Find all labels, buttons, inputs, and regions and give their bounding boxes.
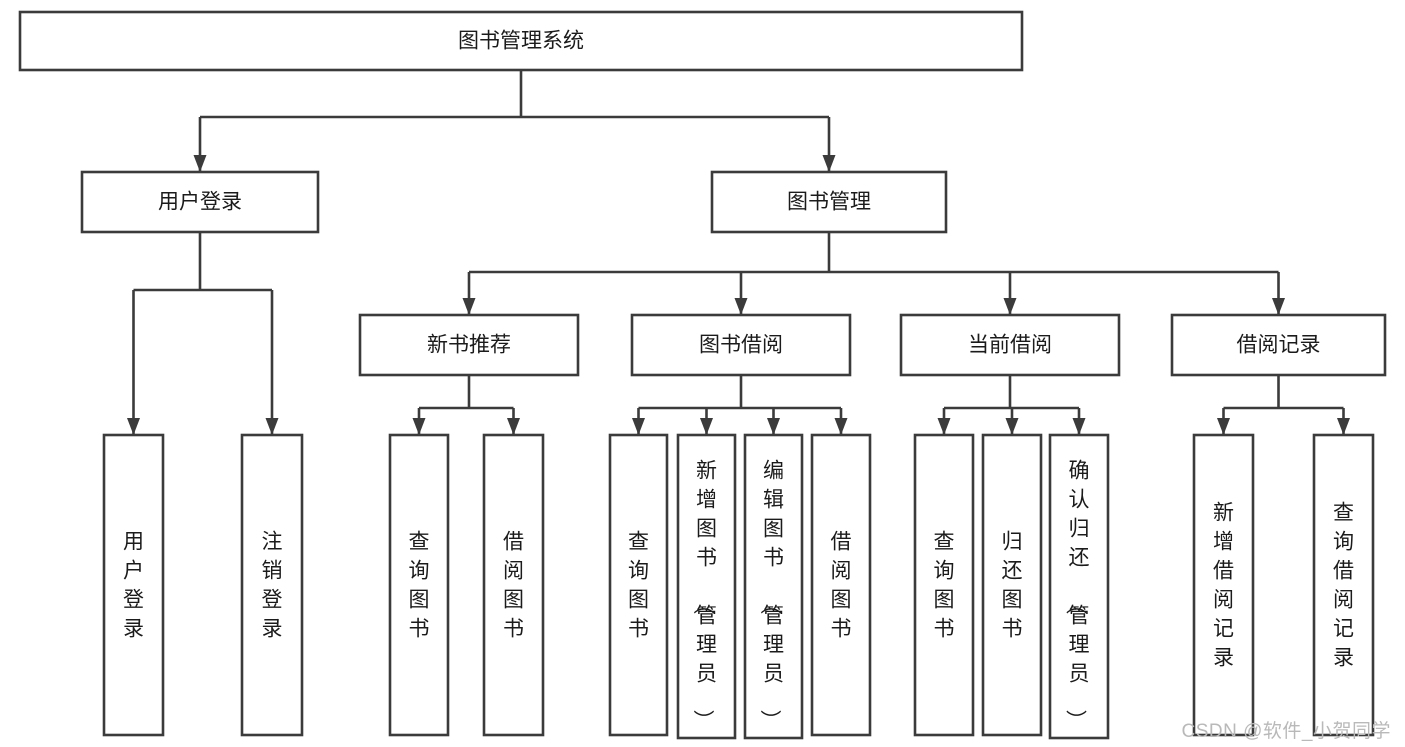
- node-box[interactable]: [676, 433, 737, 740]
- node-box[interactable]: [18, 10, 1024, 72]
- node-user-login[interactable]: 用户登录: [80, 170, 320, 234]
- node-label: 图书借阅: [699, 334, 783, 357]
- arrow-head-icon: [834, 418, 848, 435]
- node-root[interactable]: 图书管理系统: [18, 10, 1024, 72]
- node-leaf-return-book[interactable]: 归还图书: [981, 433, 1043, 737]
- connector-layer: [127, 70, 1350, 435]
- arrow-head-icon: [767, 418, 780, 435]
- node-leaf-confirm-return[interactable]: 确认归还（管理员）: [1048, 433, 1110, 740]
- node-box[interactable]: [1048, 433, 1110, 740]
- node-label: 确认归还（管理员）: [1064, 460, 1090, 731]
- node-box[interactable]: [608, 433, 669, 737]
- arrow-head-icon: [822, 155, 836, 172]
- node-label: 查询借阅记录: [1333, 502, 1354, 670]
- node-box[interactable]: [358, 313, 580, 377]
- node-label: 查询图书: [409, 531, 430, 641]
- node-box[interactable]: [80, 170, 320, 234]
- node-box[interactable]: [981, 433, 1043, 737]
- node-leaf-edit-book[interactable]: 编辑图书（管理员）: [743, 433, 804, 740]
- node-box[interactable]: [240, 433, 304, 737]
- node-label: 查询图书: [934, 531, 955, 641]
- node-box[interactable]: [743, 433, 804, 740]
- arrow-head-icon: [1003, 298, 1017, 315]
- arrow-head-icon: [507, 418, 520, 435]
- node-leaf-add-book[interactable]: 新增图书（管理员）: [676, 433, 737, 740]
- node-label: 用户登录: [123, 531, 144, 641]
- node-label: 编辑图书（管理员）: [758, 460, 784, 731]
- node-box[interactable]: [810, 433, 872, 737]
- node-box[interactable]: [899, 313, 1121, 377]
- node-leaf-logout[interactable]: 注销登录: [240, 433, 304, 737]
- node-book-borrow[interactable]: 图书借阅: [630, 313, 852, 377]
- arrow-head-icon: [1272, 298, 1285, 315]
- arrow-head-icon: [937, 418, 951, 435]
- node-box[interactable]: [482, 433, 545, 737]
- node-leaf-borrow-book-1[interactable]: 借阅图书: [482, 433, 545, 737]
- node-box[interactable]: [913, 433, 975, 737]
- arrow-head-icon: [734, 298, 748, 315]
- node-leaf-borrow-book-2[interactable]: 借阅图书: [810, 433, 872, 737]
- node-label: 借阅图书: [503, 531, 524, 641]
- node-leaf-query-book-2[interactable]: 查询图书: [608, 433, 669, 737]
- node-box[interactable]: [1312, 433, 1375, 737]
- node-label: 用户登录: [158, 191, 242, 214]
- arrow-head-icon: [265, 418, 279, 435]
- node-borrow-record[interactable]: 借阅记录: [1170, 313, 1387, 377]
- arrow-head-icon: [127, 418, 140, 435]
- node-label: 借阅记录: [1237, 334, 1321, 357]
- arrow-head-icon: [412, 418, 426, 435]
- node-leaf-query-record[interactable]: 查询借阅记录: [1312, 433, 1375, 737]
- node-label: 图书管理: [787, 191, 871, 214]
- node-label: 新增借阅记录: [1213, 502, 1234, 670]
- node-label: 归还图书: [1002, 531, 1023, 641]
- node-label: 图书管理系统: [458, 30, 584, 53]
- arrow-head-icon: [632, 418, 645, 435]
- node-box[interactable]: [1192, 433, 1255, 737]
- arrow-head-icon: [1337, 418, 1350, 435]
- node-layer: 图书管理系统用户登录图书管理新书推荐图书借阅当前借阅借阅记录用户登录注销登录查询…: [18, 10, 1387, 740]
- node-label: 查询图书: [628, 531, 649, 641]
- node-box[interactable]: [710, 170, 948, 234]
- node-box[interactable]: [388, 433, 450, 737]
- node-label: 新书推荐: [427, 334, 511, 357]
- node-box[interactable]: [630, 313, 852, 377]
- arrow-head-icon: [193, 155, 207, 172]
- node-label: 注销登录: [262, 531, 283, 641]
- arrow-head-icon: [700, 418, 713, 435]
- node-label: 借阅图书: [831, 531, 852, 641]
- node-book-manage[interactable]: 图书管理: [710, 170, 948, 234]
- node-leaf-add-record[interactable]: 新增借阅记录: [1192, 433, 1255, 737]
- arrow-head-icon: [1005, 418, 1019, 435]
- arrow-head-icon: [462, 298, 476, 315]
- node-leaf-user-login[interactable]: 用户登录: [102, 433, 165, 737]
- node-box[interactable]: [102, 433, 165, 737]
- node-label: 新增图书（管理员）: [691, 460, 717, 731]
- arrow-head-icon: [1217, 418, 1230, 435]
- node-box[interactable]: [1170, 313, 1387, 377]
- arrow-head-icon: [1072, 418, 1086, 435]
- node-leaf-query-book-3[interactable]: 查询图书: [913, 433, 975, 737]
- node-current-borrow[interactable]: 当前借阅: [899, 313, 1121, 377]
- node-new-book-rec[interactable]: 新书推荐: [358, 313, 580, 377]
- node-label: 当前借阅: [968, 334, 1052, 357]
- node-leaf-query-book-1[interactable]: 查询图书: [388, 433, 450, 737]
